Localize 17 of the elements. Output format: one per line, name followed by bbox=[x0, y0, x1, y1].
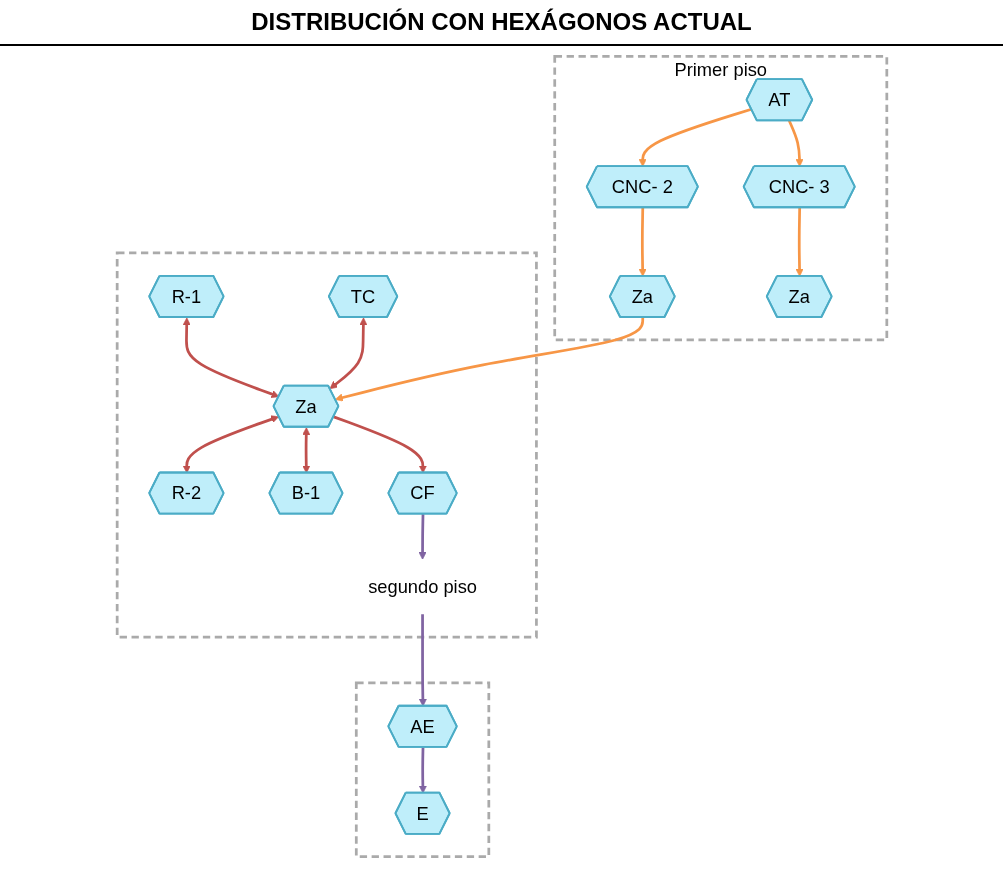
arrow bbox=[329, 316, 367, 389]
arrow bbox=[418, 613, 427, 707]
cluster bbox=[354, 681, 490, 858]
arrow bbox=[418, 746, 427, 793]
arrow bbox=[787, 119, 804, 167]
cluster bbox=[115, 251, 538, 638]
arrow bbox=[334, 316, 644, 402]
arrow bbox=[332, 415, 427, 473]
arrow bbox=[182, 414, 279, 473]
arrow bbox=[638, 107, 752, 167]
arrow bbox=[301, 426, 310, 473]
arrow bbox=[795, 207, 804, 277]
arrow bbox=[418, 513, 427, 560]
node-text: segundo piso bbox=[367, 576, 477, 597]
diagram-title: DISTRIBUCIÓN CON HEXÁGONOS ACTUAL bbox=[0, 0, 1003, 46]
arrow bbox=[182, 316, 279, 398]
arrow bbox=[638, 207, 647, 277]
